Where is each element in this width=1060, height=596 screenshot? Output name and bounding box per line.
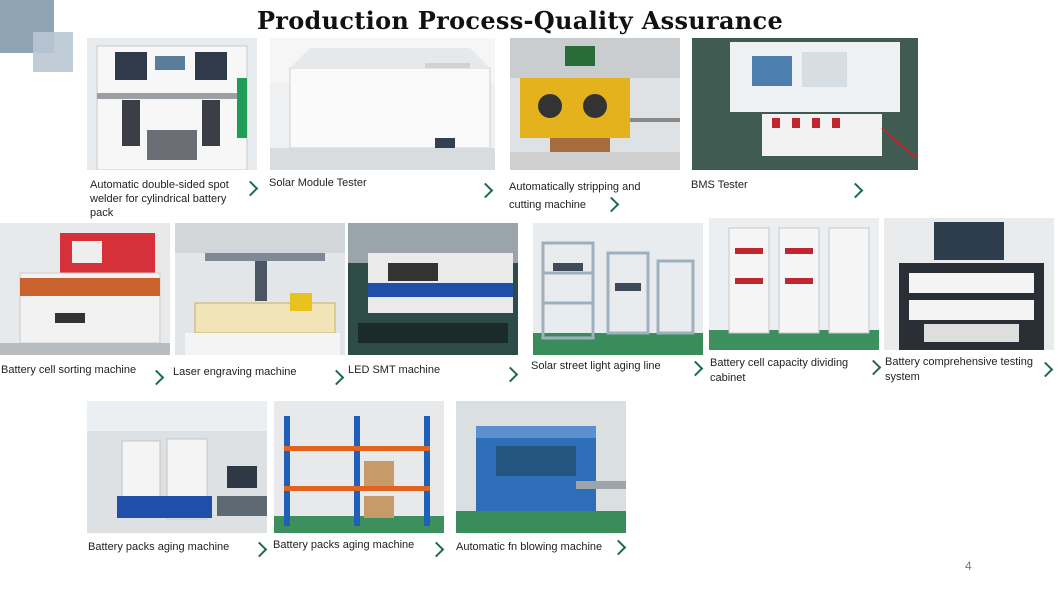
- photo-spot-welder: [87, 38, 257, 170]
- photo-aging-line: [533, 223, 703, 355]
- chevron-right-icon[interactable]: [242, 180, 259, 197]
- caption-capacity-cabinet: Battery cell capacity dividing cabinet: [710, 357, 849, 384]
- chevron-right-icon[interactable]: [610, 539, 627, 556]
- photo-cell-sorting-machine: [0, 223, 170, 355]
- caption-led-smt: LED SMT machine: [348, 364, 441, 376]
- caption-comprehensive-testing: Battery comprehensive testing system: [885, 356, 1033, 383]
- photo-blowing-machine: [456, 401, 626, 533]
- chevron-right-icon[interactable]: [328, 369, 345, 386]
- photo-packs-aging-1: [87, 401, 267, 533]
- chevron-right-icon[interactable]: [148, 369, 165, 386]
- chevron-right-icon[interactable]: [502, 366, 519, 383]
- chevron-right-icon[interactable]: [865, 359, 882, 376]
- caption-stripping-machine: Automatically stripping and cutting mach…: [509, 181, 641, 211]
- caption-laser-engraving: Laser engraving machine: [173, 366, 297, 378]
- chevron-right-icon[interactable]: [687, 360, 704, 377]
- photo-led-smt: [348, 223, 518, 355]
- chevron-right-icon[interactable]: [847, 182, 864, 199]
- caption-bms-tester: BMS Tester: [691, 179, 748, 191]
- caption-solar-module-tester: Solar Module Tester: [269, 177, 367, 189]
- photo-comprehensive-testing: [884, 218, 1054, 350]
- caption-packs-aging-2: Battery packs aging machine: [273, 539, 415, 551]
- page-title: Production Process-Quality Assurance: [256, 6, 784, 35]
- caption-aging-line: Solar street light aging line: [531, 360, 661, 372]
- chevron-right-icon[interactable]: [477, 182, 494, 199]
- chevron-right-icon[interactable]: [428, 541, 445, 558]
- photo-solar-module-tester: [270, 38, 495, 170]
- caption-cell-sorting-machine: Battery cell sorting machine: [1, 364, 137, 376]
- chevron-right-icon[interactable]: [1037, 361, 1054, 378]
- page-number: 4: [965, 559, 972, 573]
- corner-decoration-square-light: [33, 32, 73, 72]
- photo-laser-engraving: [175, 223, 345, 355]
- caption-packs-aging-1: Battery packs aging machine: [88, 541, 230, 553]
- caption-blowing-machine: Automatic fn blowing machine: [456, 541, 603, 553]
- chevron-right-icon[interactable]: [251, 541, 268, 558]
- photo-stripping-machine: [510, 38, 680, 170]
- photo-bms-tester: [692, 38, 918, 170]
- photo-capacity-cabinet: [709, 218, 879, 350]
- caption-spot-welder: Automatic double-sided spot welder for c…: [90, 179, 229, 219]
- photo-packs-aging-2: [274, 401, 444, 533]
